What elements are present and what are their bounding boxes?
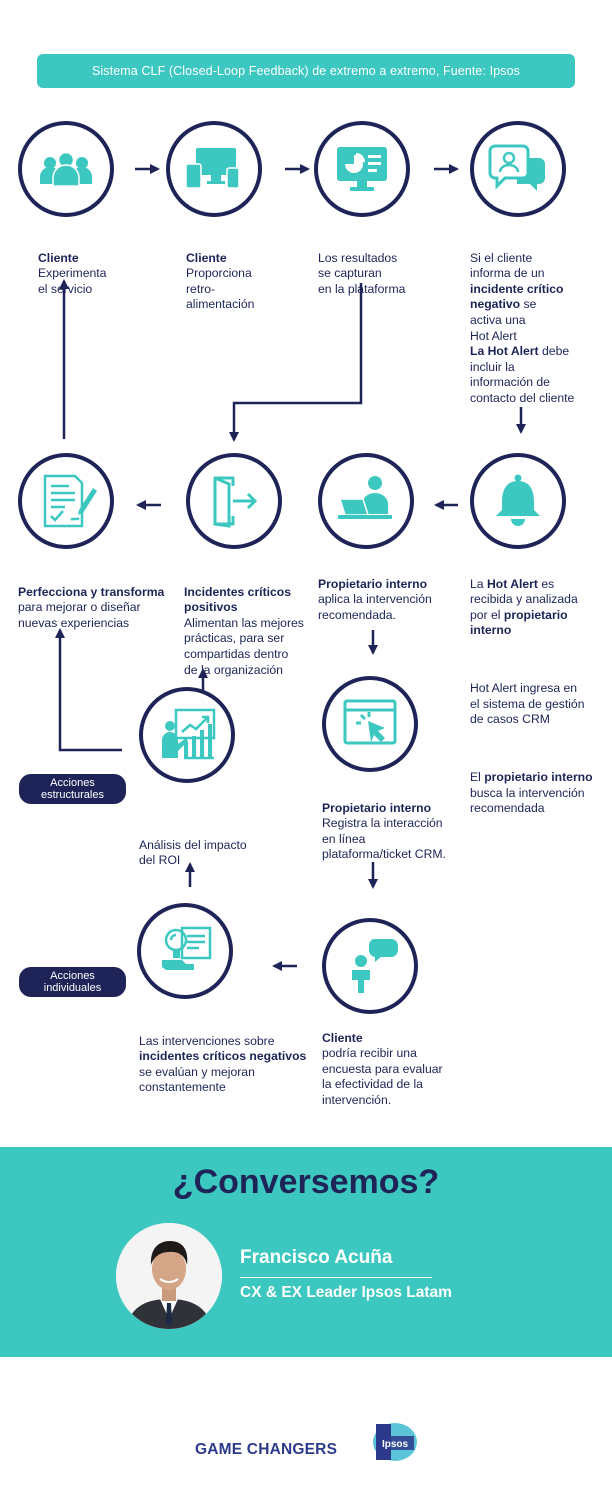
contact-band: [0, 1147, 612, 1357]
step-4-text-a: Si el cliente informa de un: [470, 250, 545, 281]
step-5-bold-c: propietario interno: [484, 770, 593, 785]
step-8-text: para mejorar o diseñar nuevas experienci…: [18, 600, 141, 630]
devices-icon: [185, 148, 240, 189]
growth-presentation-icon: [162, 708, 216, 760]
node-perfect-transform: [18, 453, 114, 549]
brand-tagline: GAME CHANGERS: [195, 1441, 338, 1458]
name-divider: [240, 1277, 432, 1278]
pill-structural-label: Acciones estructurales: [41, 777, 104, 801]
contact-name: Francisco Acuña: [240, 1247, 393, 1268]
ipsos-logo-text: Ipsos: [382, 1439, 409, 1450]
step-5-text-b: es recibida y analizada por el: [470, 576, 578, 622]
ipsos-logo: Ipsos: [372, 1422, 418, 1462]
node-hot-alert-trigger: [470, 121, 566, 217]
signed-document-icon: [43, 474, 97, 528]
step-1-text: Experimenta el servicio: [38, 266, 107, 296]
node-negative-incidents: [137, 903, 233, 999]
step-10-bold: Cliente: [322, 1030, 363, 1045]
diagram-title-banner: Sistema CLF (Closed-Loop Feedback) de ex…: [37, 54, 575, 88]
step-10-text: podría recibir una encuesta para evaluar…: [322, 1046, 443, 1107]
step-5-bold-b: propietario interno: [470, 607, 568, 638]
step-11-text-a: Las intervenciones sobre: [139, 1033, 275, 1048]
chat-person-icon: [488, 144, 545, 191]
node-owner-applies: [318, 453, 414, 549]
step-12-text: Análisis del impacto del ROI: [139, 837, 247, 868]
pill-structural-actions: Acciones estructurales: [19, 774, 126, 804]
arrow-12-to-8: [55, 628, 122, 752]
step-negative-incidents: Las intervenciones sobre incidentes crít…: [139, 1018, 306, 1096]
node-client-feedback: [166, 121, 262, 217]
bell-icon: [496, 474, 540, 526]
step-5-text-d: busca la intervención recomendada: [470, 785, 585, 816]
step-7-text: Alimentan las mejores prácticas, para se…: [184, 615, 304, 677]
node-client-survey: [322, 918, 418, 1014]
step-8-bold: Perfecciona y transforma: [18, 584, 165, 599]
step-4-text-c: debe incluir la información de contacto …: [470, 344, 575, 405]
step-2-text: Proporciona retro- alimentación: [186, 266, 255, 312]
magnifier-document-icon: [162, 926, 212, 970]
step-roi-analysis: Análisis del impacto del ROI: [139, 822, 247, 869]
step-results-captured: Los resultados se capturan en la platafo…: [318, 235, 405, 297]
step-9-text: Registra la interacción en línea platafo…: [322, 816, 446, 862]
step-4-bold-a: incidente crítico negativo: [470, 281, 564, 312]
contact-role: CX & EX Leader Ipsos Latam: [240, 1284, 452, 1301]
step-6-bold: Propietario interno: [318, 576, 428, 591]
node-owner-registers: [322, 676, 418, 772]
node-roi-analysis: [139, 687, 235, 783]
step-2-bold: Cliente: [186, 250, 227, 265]
step-5-text-a: La: [470, 576, 487, 591]
pill-individual-label: Acciones individuales: [43, 970, 102, 994]
laptop-user-icon: [338, 476, 392, 519]
step-hot-alert-received: La Hot Alert es recibida y analizada por…: [470, 561, 593, 833]
step-4-text-b: se activa una Hot Alert: [470, 297, 537, 343]
arrow-3-to-7: [229, 283, 363, 442]
speaking-person-icon: [352, 939, 398, 993]
contact-title: ¿Conversemos?: [172, 1163, 440, 1201]
pill-individual-actions: Acciones individuales: [19, 967, 126, 997]
step-3-text: Los resultados se capturan en la platafo…: [318, 250, 406, 296]
diagram-title: Sistema CLF (Closed-Loop Feedback) de ex…: [91, 64, 521, 78]
node-client-experience: [18, 121, 114, 217]
exit-door-icon: [213, 476, 258, 528]
group-people-icon: [40, 151, 92, 187]
step-hot-alert-trigger: Si el cliente informa de un incidente cr…: [470, 235, 574, 407]
step-5-paragraph-2: Hot Alert ingresa en el sistema de gesti…: [470, 681, 585, 727]
node-hot-alert-received: [470, 453, 566, 549]
step-1-bold: Cliente: [38, 250, 79, 265]
person-portrait-icon: [116, 1223, 222, 1329]
step-11-bold: incidentes críticos negativos: [139, 1049, 307, 1064]
ipsos-logo-icon: Ipsos: [373, 1423, 417, 1461]
step-7-bold: Incidentes críticos positivos: [184, 584, 292, 615]
step-11-text-b: se evalúan y mejoran constantemente: [139, 1064, 255, 1095]
node-positive-incidents: [186, 453, 282, 549]
step-5-text-c: El: [470, 770, 485, 785]
avatar: [116, 1223, 222, 1329]
web-click-icon: [343, 699, 397, 745]
step-6-text: aplica la intervención recomendada.: [318, 592, 432, 622]
monitor-chart-icon: [337, 147, 387, 191]
node-results-captured: [314, 121, 410, 217]
step-9-bold: Propietario interno: [322, 800, 432, 815]
step-4-bold-b: La Hot Alert: [470, 344, 539, 359]
step-5-bold-a: Hot Alert: [486, 576, 538, 591]
